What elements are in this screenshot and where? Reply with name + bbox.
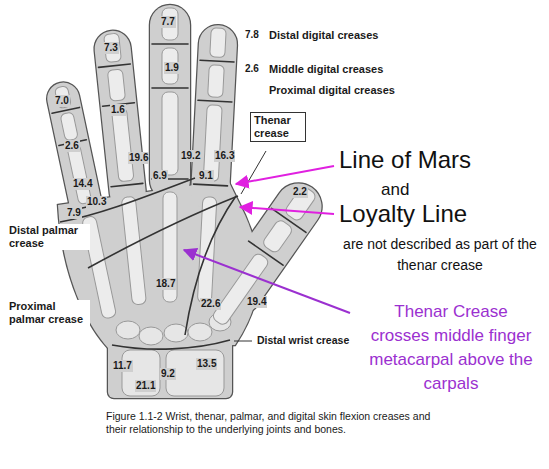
callout-number: 2.6	[64, 140, 80, 152]
metacarpal	[121, 196, 146, 305]
index-finger-bones	[197, 28, 226, 303]
carpal-bone	[116, 321, 140, 339]
crease-label: Distal wrist crease	[256, 334, 350, 347]
annotation-note: Thenar Crease crosses middle finger meta…	[362, 300, 540, 396]
callout-number: 22.6	[200, 298, 221, 310]
annotation-title: Loyalty Line	[338, 200, 468, 229]
crease-line	[98, 64, 130, 67]
thumb-bones	[210, 185, 317, 327]
wrist-bones	[116, 313, 231, 396]
callout-number: 7.7	[160, 16, 176, 28]
crease-line	[198, 100, 232, 102]
phalanx	[111, 108, 134, 182]
little-finger-creases	[52, 107, 100, 210]
crease-label: Distal digital creases	[268, 29, 379, 42]
leader-line	[234, 341, 252, 342]
callout-number: 19.6	[128, 152, 149, 164]
crease-line	[200, 60, 234, 62]
annotation-note: are not described as part of the thenar …	[333, 234, 547, 276]
annotation-arrow	[240, 207, 334, 214]
distal-wrist-crease	[112, 340, 230, 349]
callout-number: 2.6	[244, 63, 260, 75]
annotation-arrow	[236, 166, 334, 184]
callout-number: 6.9	[152, 170, 168, 182]
carpal-bone	[164, 324, 188, 342]
callout-number: 7.0	[54, 95, 70, 107]
index-finger-creases	[194, 60, 234, 186]
crease-label: Proximal palmar crease	[8, 300, 90, 326]
crease-line	[152, 43, 188, 45]
little-finger-bones	[54, 85, 117, 319]
callout-box: Thenar crease	[250, 112, 306, 142]
phalanx	[60, 112, 78, 141]
crease-line	[152, 87, 188, 89]
thumb-creases	[249, 208, 306, 265]
callout-number: 7.8	[244, 29, 260, 41]
phalanx	[162, 92, 178, 175]
callout-number: 9.1	[198, 170, 214, 182]
phalanx	[107, 69, 125, 101]
phalanx	[261, 218, 294, 254]
figure-caption: Figure 1.1-2 Wrist, thenar, palmar, and …	[106, 410, 451, 436]
crease-line	[111, 183, 143, 186]
callout-number: 7.3	[103, 42, 119, 54]
carpal-bone	[188, 323, 212, 341]
box-label: Thenar crease	[254, 114, 302, 139]
thenar-crease	[185, 196, 236, 335]
crease-label: Distal palmar crease	[8, 224, 90, 250]
carpal-bone	[139, 327, 163, 345]
callout-number: 14.4	[72, 178, 93, 190]
middle-finger-bones	[162, 8, 178, 302]
callout-number: 16.3	[214, 150, 235, 162]
phalanx	[210, 28, 226, 58]
annotation-word: and	[380, 180, 410, 200]
distal-palmar-crease	[60, 178, 195, 222]
phalanx	[208, 65, 225, 98]
callout-number: 7.9	[66, 207, 82, 219]
crease-line	[52, 107, 79, 113]
ulna	[122, 350, 160, 396]
callout-number: 13.5	[196, 358, 217, 370]
crease-label: Middle digital creases	[268, 63, 384, 76]
callout-number: 10.3	[86, 196, 107, 208]
callout-number: 21.1	[135, 380, 156, 392]
callout-number: 2.2	[292, 186, 308, 198]
callout-number: 19.4	[246, 296, 267, 308]
callout-number: 1.6	[110, 104, 126, 116]
annotation-arrows	[184, 166, 350, 313]
digital-creases	[52, 44, 306, 265]
callout-number: 18.7	[155, 278, 176, 290]
finger-bones	[54, 8, 317, 327]
phalanx	[284, 185, 318, 222]
callout-number: 11.7	[112, 360, 133, 372]
phalanx	[104, 33, 122, 62]
callout-number: 19.2	[180, 150, 201, 162]
callout-number: 1.9	[164, 62, 180, 74]
annotation-title: Line of Mars	[338, 146, 472, 175]
crease-label: Proximal digital creases	[268, 84, 396, 97]
crease-line	[249, 241, 283, 265]
ring-finger-creases	[98, 64, 142, 187]
annotation-arrow	[184, 250, 350, 313]
ring-finger-bones	[104, 33, 147, 305]
phalanx	[54, 86, 71, 109]
callout-number: 9.2	[160, 368, 176, 380]
crease-line	[194, 184, 228, 186]
leader-line	[241, 151, 266, 194]
